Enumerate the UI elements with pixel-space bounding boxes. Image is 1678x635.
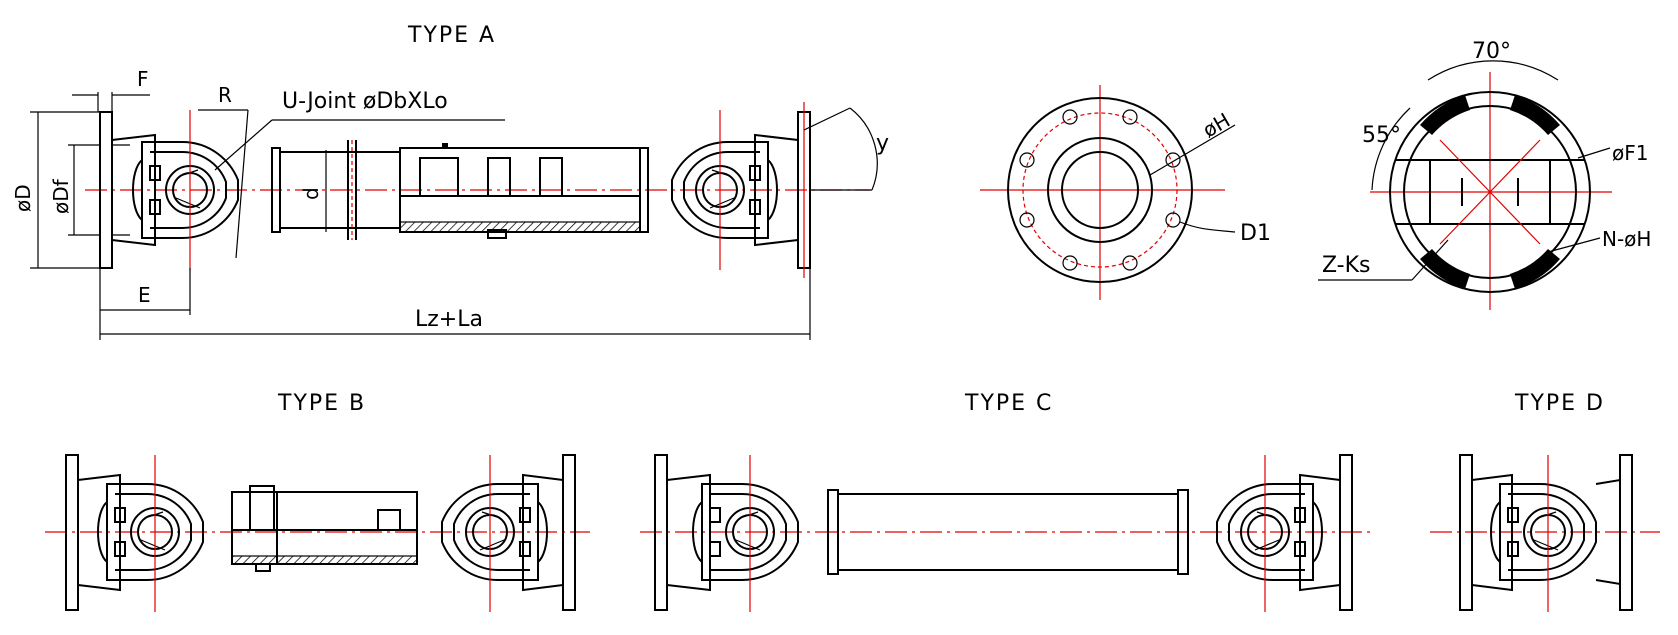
ujoint-label: U-Joint øDbXLo [282, 89, 448, 114]
dim-df-label: øDf [49, 178, 73, 214]
type-c-title: TYPE C [964, 391, 1053, 416]
flange-end-view: øH D1 [980, 85, 1271, 300]
dim-d-outer-label: øD [11, 184, 35, 212]
angle-y-label: y [876, 131, 889, 156]
type-d-shaft [1430, 454, 1660, 612]
type-a-shaft [85, 102, 870, 278]
keyed-zks-label: Z-Ks [1322, 253, 1371, 278]
type-b-shaft [45, 454, 590, 612]
keyed-f1-label: øF1 [1612, 141, 1648, 165]
flange-h-label: øH [1199, 108, 1235, 142]
flange-d1-label: D1 [1240, 221, 1271, 246]
angle-55-label: 55° [1362, 123, 1401, 148]
type-a-dimensions: F R U-Joint øDbXLo øD øDf d E Lz+La y [11, 67, 889, 340]
dim-length-label: Lz+La [415, 307, 483, 332]
angle-70-label: 70° [1472, 39, 1511, 64]
type-c-shaft [640, 454, 1375, 612]
dim-d-shaft-label: d [299, 187, 323, 200]
dim-e-label: E [138, 283, 151, 307]
dim-f-label: F [137, 67, 149, 91]
keyed-nh-label: N-øH [1602, 227, 1651, 251]
keyed-end-view: 70° 55° øF1 N-øH Z-Ks [1318, 39, 1651, 310]
type-d-title: TYPE D [1514, 391, 1605, 416]
type-a-title: TYPE A [407, 23, 496, 48]
type-b-title: TYPE B [277, 391, 366, 416]
dim-r-label: R [218, 83, 232, 107]
